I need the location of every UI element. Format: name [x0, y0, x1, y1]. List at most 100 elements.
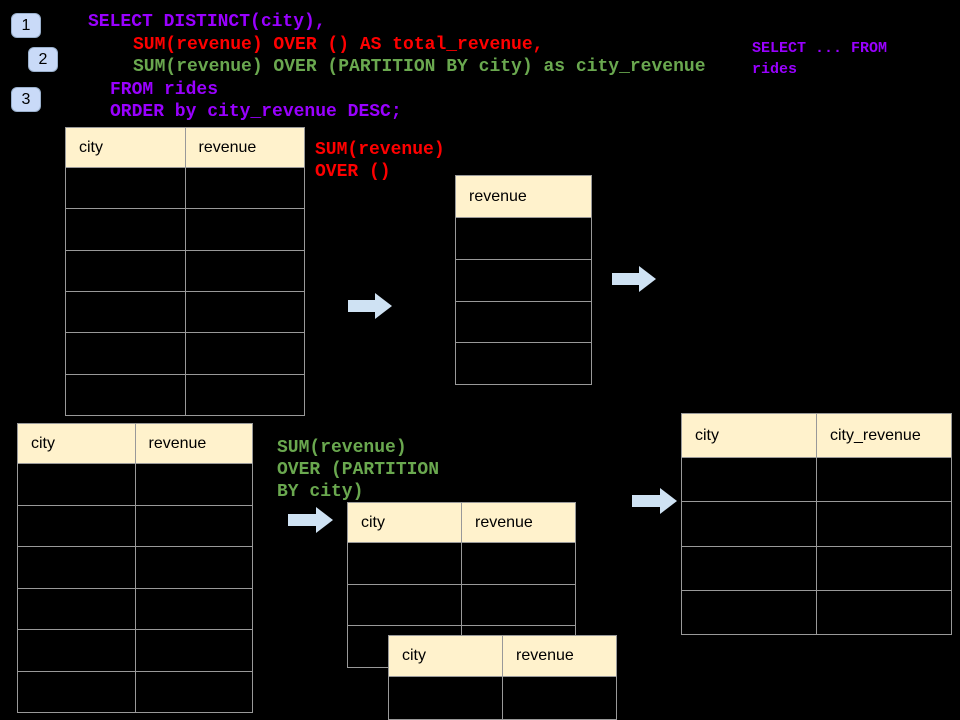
- sql-line-partition: SUM(revenue) OVER (PARTITION BY city) as…: [133, 57, 706, 77]
- partition-label-line3: BY city): [277, 482, 364, 502]
- table-cell: [134, 464, 253, 505]
- table-cell: [18, 506, 135, 547]
- total-label-line2: OVER (): [315, 162, 391, 182]
- table-cell: [682, 547, 816, 590]
- table-cell: [816, 458, 951, 502]
- column-header-city: city: [402, 647, 426, 664]
- table-total-revenue-result: revenue: [455, 175, 592, 385]
- table-cell: [66, 168, 185, 208]
- flow-arrow-icon: [288, 507, 333, 533]
- table-rides-source-bottom: city revenue: [17, 423, 253, 713]
- table-cell: [389, 677, 502, 719]
- table-cell: [184, 291, 305, 333]
- table-cell: [348, 543, 461, 584]
- table-cell: [184, 250, 305, 291]
- column-header-revenue: revenue: [184, 128, 305, 167]
- table-row: [66, 208, 305, 250]
- table-row: [682, 458, 951, 502]
- table-cell: [816, 502, 951, 546]
- table-cell: [134, 547, 253, 588]
- table-row: [456, 258, 591, 301]
- table-row: [18, 546, 252, 588]
- table-cell: [18, 547, 135, 588]
- step-badge-3: 3: [11, 87, 41, 112]
- table-cell: [502, 677, 616, 719]
- side-note-select-from: SELECT ... FROM: [752, 40, 888, 57]
- table-row: [18, 587, 253, 630]
- table-row: [456, 300, 591, 343]
- table-cell: [18, 630, 135, 671]
- table-cell: [184, 374, 305, 415]
- table-cell: [461, 584, 575, 626]
- sql-line-select: SELECT DISTINCT(city),: [88, 12, 326, 32]
- column-header-revenue: revenue: [461, 503, 575, 542]
- table-rides-source-top: city revenue: [65, 127, 305, 416]
- table-row: [66, 373, 305, 415]
- table-row: [66, 168, 305, 209]
- table-row: [18, 464, 252, 505]
- table-cell: [682, 591, 816, 634]
- table-cell: [682, 458, 816, 501]
- table-row: [18, 670, 253, 713]
- table-cell: [816, 546, 951, 590]
- table-row: [66, 290, 305, 333]
- table-row: [456, 218, 591, 259]
- table-city-revenue-result: city city_revenue: [681, 413, 952, 635]
- partition-label-line2: OVER (PARTITION: [277, 460, 440, 480]
- column-header-revenue: revenue: [134, 424, 253, 463]
- flow-arrow-icon: [632, 488, 677, 514]
- flow-arrow-icon: [348, 293, 392, 319]
- sql-line-order: ORDER by city_revenue DESC;: [110, 102, 402, 122]
- table-cell: [682, 502, 816, 545]
- table-row: [456, 342, 591, 384]
- total-label-line1: SUM(revenue): [315, 140, 445, 160]
- table-row: [18, 629, 252, 671]
- step-badge-1: 1: [11, 13, 41, 38]
- table-row: [66, 249, 305, 291]
- table-cell: [461, 543, 575, 584]
- table-cell: [456, 260, 591, 301]
- sql-line-from: FROM rides: [110, 80, 219, 100]
- table-cell: [134, 588, 253, 629]
- table-cell: [456, 302, 591, 343]
- table-cell: [816, 590, 951, 634]
- table-cell: [184, 209, 305, 250]
- table-cell: [18, 672, 135, 713]
- table-cell: [134, 671, 253, 712]
- table-cell: [134, 505, 253, 546]
- table-cell: [184, 333, 305, 374]
- table-cell: [66, 333, 185, 373]
- table-partition-overlay: city revenue: [388, 635, 617, 720]
- table-row: [348, 543, 575, 584]
- column-header-city: city: [361, 513, 385, 531]
- flow-arrow-icon: [612, 266, 656, 292]
- column-header-city: city: [79, 138, 103, 156]
- table-cell: [66, 292, 185, 332]
- table-cell: [18, 464, 135, 505]
- table-cell: [66, 375, 185, 415]
- partition-label-line1: SUM(revenue): [277, 438, 407, 458]
- table-row: [682, 589, 951, 634]
- step-badge-2: 2: [28, 47, 58, 72]
- table-cell: [456, 218, 591, 259]
- table-cell: [184, 168, 305, 209]
- column-header-city: city: [31, 434, 55, 452]
- side-note-rides: rides: [752, 61, 798, 78]
- table-row: [682, 545, 951, 590]
- table-cell: [456, 343, 591, 384]
- table-row: [389, 677, 616, 719]
- table-row: [682, 501, 951, 546]
- table-cell: [348, 585, 461, 626]
- table-partition-input: city revenue: [347, 502, 576, 668]
- column-header-revenue: revenue: [469, 187, 527, 205]
- table-cell: [66, 251, 185, 291]
- sql-line-total: SUM(revenue) OVER () AS total_revenue,: [133, 35, 544, 55]
- column-header-revenue: revenue: [502, 636, 616, 676]
- table-cell: [18, 589, 135, 630]
- column-header-city-revenue: city_revenue: [816, 414, 951, 457]
- column-header-city: city: [695, 426, 719, 444]
- table-cell: [134, 630, 253, 671]
- table-row: [66, 332, 305, 374]
- table-row: [18, 504, 253, 547]
